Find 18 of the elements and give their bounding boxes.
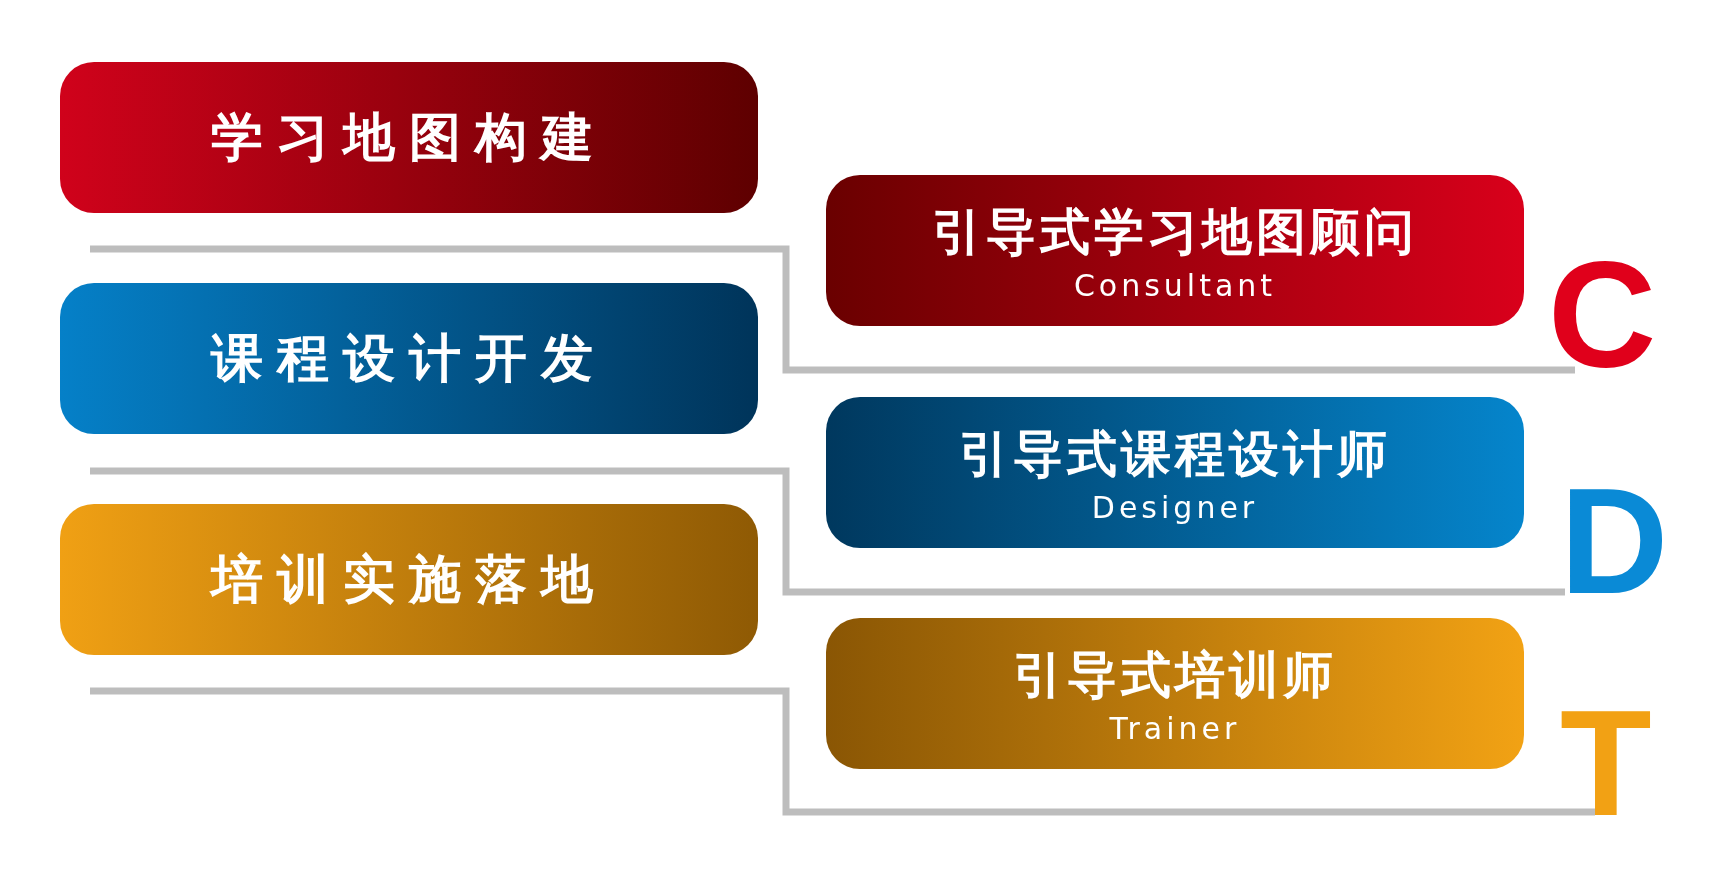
box-subtitle: Consultant: [1073, 267, 1277, 303]
role-box: [60, 62, 758, 213]
box-title: 引导式学习地图顾问: [932, 201, 1418, 263]
initial-letter: D: [1560, 466, 1669, 616]
box-title: 课程设计开发: [211, 326, 607, 390]
role-box: [60, 283, 758, 434]
role-box: [826, 618, 1524, 769]
role-box: [60, 504, 758, 655]
box-subtitle: Trainer: [1109, 710, 1241, 746]
role-box: [826, 175, 1524, 326]
box-title: 培训实施落地: [211, 547, 607, 611]
box-title: 引导式培训师: [1013, 644, 1337, 706]
initial-letter: C: [1548, 240, 1657, 390]
box-title: 学习地图构建: [211, 105, 607, 169]
role-box: [826, 397, 1524, 548]
box-title: 引导式课程设计师: [959, 423, 1391, 485]
initial-letter: T: [1560, 688, 1652, 838]
box-subtitle: Designer: [1091, 489, 1259, 525]
